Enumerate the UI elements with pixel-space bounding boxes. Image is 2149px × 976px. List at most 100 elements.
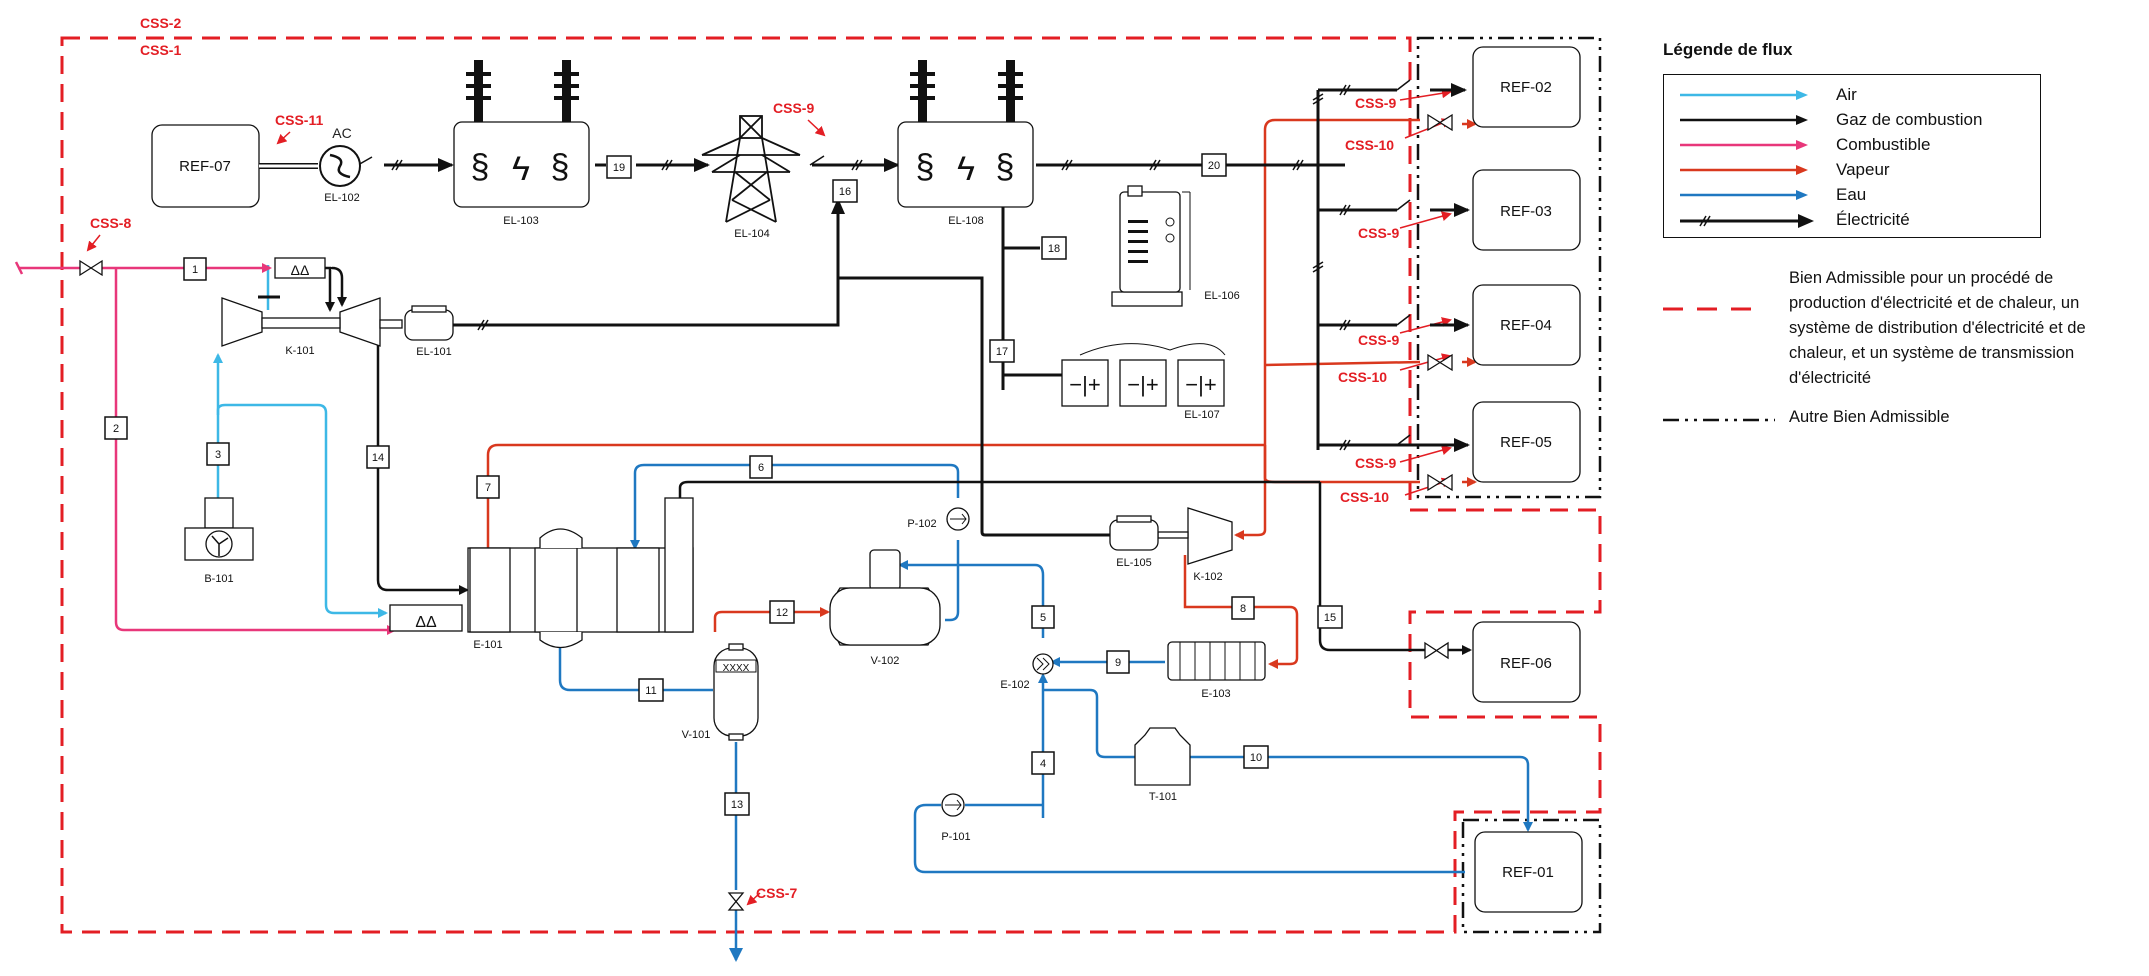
svg-text:4: 4 bbox=[1040, 758, 1046, 770]
stream-tags: 1 2 3 14 7 6 12 11 13 5 9 8 4 10 15 19 1… bbox=[104, 153, 1343, 816]
svg-text:20: 20 bbox=[1208, 160, 1220, 172]
stream-tag-12: 12 bbox=[769, 600, 795, 624]
valve-drain[interactable] bbox=[727, 892, 745, 911]
stream-tag-9: 9 bbox=[1106, 650, 1130, 674]
drum-v102[interactable]: V-102 bbox=[829, 549, 941, 667]
electricity-arrow-icon bbox=[1680, 214, 1814, 228]
valve-ref02[interactable] bbox=[1427, 113, 1453, 132]
separator-v101[interactable]: XXXX V-101 bbox=[682, 643, 759, 741]
stream-tag-6: 6 bbox=[749, 455, 773, 479]
legend-item-eau: Eau bbox=[1664, 183, 2040, 207]
stream-tag-15: 15 bbox=[1317, 605, 1343, 629]
transformer-el108[interactable]: § § ϟ EL-108 bbox=[897, 60, 1034, 227]
hrsg-e101[interactable]: ΔΔ E-101 bbox=[389, 497, 694, 651]
electricity-lines bbox=[258, 83, 1470, 537]
pump-p102[interactable]: P-102 bbox=[907, 507, 970, 531]
svg-text:5: 5 bbox=[1040, 612, 1046, 624]
genset-el106[interactable]: EL-106 bbox=[1111, 185, 1240, 307]
k102-label: K-102 bbox=[1193, 571, 1222, 583]
pylon-el104[interactable]: EL-104 bbox=[701, 115, 801, 240]
svg-text:14: 14 bbox=[372, 452, 384, 464]
css10-ref04: CSS-10 bbox=[1338, 369, 1387, 385]
ref-01-label: REF-01 bbox=[1502, 864, 1554, 881]
valve-ref06[interactable] bbox=[1424, 641, 1449, 660]
stream-tag-8: 8 bbox=[1231, 596, 1255, 620]
tank-t101[interactable]: T-101 bbox=[1134, 727, 1191, 803]
ref-02[interactable]: REF-02 bbox=[1472, 46, 1581, 128]
exchanger-e102[interactable]: E-102 bbox=[1000, 653, 1054, 691]
css9-ref05: CSS-9 bbox=[1355, 455, 1396, 471]
stream-tag-20: 20 bbox=[1201, 153, 1227, 177]
legend-item-combustible: Combustible bbox=[1664, 133, 2040, 157]
el101-label: EL-101 bbox=[416, 346, 451, 358]
coil-icon: § bbox=[551, 148, 570, 186]
flow-legend: Légende de flux Air Gaz de combustion Co… bbox=[1663, 40, 2113, 430]
ref-06[interactable]: REF-06 bbox=[1472, 621, 1581, 703]
motor-el101[interactable]: EL-101 bbox=[379, 305, 454, 358]
combustor[interactable]: ΔΔ bbox=[274, 257, 347, 307]
ac-generator[interactable]: AC EL-102 bbox=[259, 125, 361, 204]
valve-ref04[interactable] bbox=[1427, 353, 1453, 372]
coil-icon: § bbox=[916, 148, 935, 186]
el103-label: EL-103 bbox=[503, 215, 538, 227]
stream-tag-7: 7 bbox=[476, 475, 500, 499]
motor-el105[interactable]: EL-105 bbox=[1109, 515, 1159, 569]
turbine-k102[interactable]: K-102 bbox=[1157, 507, 1233, 583]
e102-label: E-102 bbox=[1000, 679, 1029, 691]
ref-07[interactable]: REF-07 bbox=[151, 124, 260, 208]
ac-label: AC bbox=[332, 125, 351, 141]
el102-label: EL-102 bbox=[324, 192, 359, 204]
lightning-icon: ϟ bbox=[957, 150, 975, 188]
batteries-el107[interactable]: −|+ −|+ −|+ EL-107 bbox=[1061, 343, 1226, 421]
legend-title: Légende de flux bbox=[1663, 40, 1793, 59]
svg-text:17: 17 bbox=[996, 346, 1008, 358]
water-lines bbox=[558, 463, 1533, 962]
steam-arrow-icon bbox=[1680, 165, 1808, 175]
valve-ref05[interactable] bbox=[1427, 473, 1453, 492]
ref-05[interactable]: REF-05 bbox=[1472, 401, 1581, 483]
css7-label: CSS-7 bbox=[756, 885, 797, 901]
ref-01[interactable]: REF-01 bbox=[1474, 831, 1583, 913]
pump-p101[interactable]: P-101 bbox=[941, 793, 971, 843]
svg-text:6: 6 bbox=[758, 462, 764, 474]
ref-03[interactable]: REF-03 bbox=[1472, 169, 1581, 251]
el106-label: EL-106 bbox=[1204, 290, 1239, 302]
transformer-el103[interactable]: § § ϟ EL-103 bbox=[453, 60, 590, 227]
legend-note-black-text: Autre Bien Admissible bbox=[1789, 408, 1950, 426]
css9-ref04: CSS-9 bbox=[1358, 332, 1399, 348]
blower-b101[interactable]: B-101 bbox=[184, 497, 254, 585]
stream-tag-2: 2 bbox=[104, 416, 128, 440]
coil-icon: § bbox=[996, 148, 1015, 186]
css9-top-label: CSS-9 bbox=[773, 100, 814, 116]
css8-label: CSS-8 bbox=[90, 215, 131, 231]
valves bbox=[79, 113, 1453, 911]
b101-label: B-101 bbox=[204, 573, 233, 585]
svg-text:13: 13 bbox=[731, 799, 743, 811]
battery-icon: −|+ bbox=[1127, 372, 1158, 397]
fuel-arrow-icon bbox=[1680, 140, 1808, 150]
boundary-lines bbox=[60, 36, 1602, 934]
el108-label: EL-108 bbox=[948, 215, 983, 227]
turbine-k101[interactable]: K-101 bbox=[221, 297, 381, 357]
svg-text:2: 2 bbox=[113, 423, 119, 435]
css2-label: CSS-2 bbox=[140, 15, 181, 31]
ref-boxes: REF-02 REF-03 REF-04 REF-05 REF-06 REF-0… bbox=[151, 46, 1583, 913]
exchanger-e103[interactable]: E-103 bbox=[1167, 641, 1266, 700]
valve-fuel[interactable] bbox=[79, 259, 103, 277]
burner-icon: ΔΔ bbox=[415, 614, 437, 631]
stream-tag-16: 16 bbox=[832, 179, 858, 203]
svg-text:12: 12 bbox=[776, 607, 788, 619]
svg-text:9: 9 bbox=[1115, 657, 1121, 669]
ref-04[interactable]: REF-04 bbox=[1472, 284, 1581, 366]
battery-icon: −|+ bbox=[1069, 372, 1100, 397]
water-arrow-icon bbox=[1680, 190, 1808, 200]
css1-label: CSS-1 bbox=[140, 42, 181, 58]
stream-tag-1: 1 bbox=[183, 257, 207, 281]
coil-icon: § bbox=[471, 148, 490, 186]
ref-02-label: REF-02 bbox=[1500, 79, 1552, 96]
svg-text:15: 15 bbox=[1324, 612, 1336, 624]
flue-gas-arrow-icon bbox=[1680, 115, 1808, 125]
air-arrow-icon bbox=[1680, 90, 1808, 100]
legend-item-vapeur: Vapeur bbox=[1664, 158, 2040, 182]
